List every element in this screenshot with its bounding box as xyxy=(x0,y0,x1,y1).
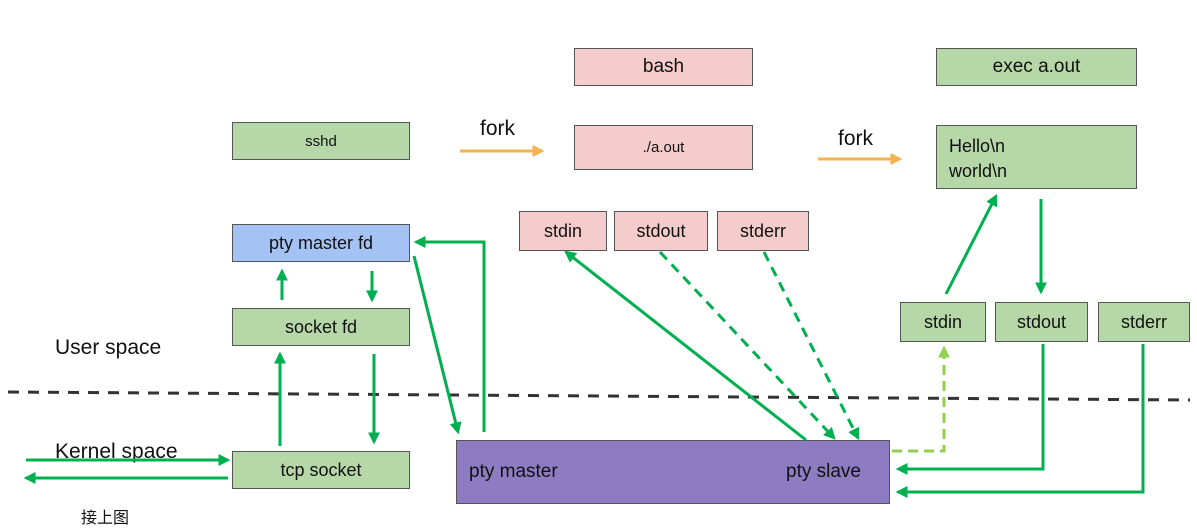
caption-label: 接上图 xyxy=(81,510,130,527)
pty-master-label: pty master xyxy=(469,461,558,482)
arrow-ptyslave-to-child-stdin xyxy=(892,345,950,453)
hello-line: Hello\n xyxy=(949,136,1006,156)
arrow-ptyfd-to-ptymaster xyxy=(412,255,462,435)
sshd-label: sshd xyxy=(305,132,337,150)
bash-label: bash xyxy=(642,56,685,77)
child-stdout-label: stdout xyxy=(1016,311,1067,332)
child-stderr-box: stderr xyxy=(1098,302,1190,342)
fork-label-2: fork xyxy=(838,127,874,150)
pty-master-fd-label: pty master fd xyxy=(268,232,374,253)
aout-label: ./a.out xyxy=(642,139,685,156)
arrow-ptymaster-to-ptyfd xyxy=(413,236,486,432)
arrow-child-stderr-to-ptyslave xyxy=(895,344,1145,498)
exec-aout-label: exec a.out xyxy=(992,56,1081,77)
pty-slave-label: pty slave xyxy=(786,461,861,482)
parent-stderr-box: stderr xyxy=(717,211,809,251)
hello-world-box: Hello\n world\n xyxy=(936,125,1137,189)
child-stderr-label: stderr xyxy=(1120,311,1167,332)
arrow-parent-stderr-to-ptyslave xyxy=(762,251,860,441)
child-stdin-box: stdin xyxy=(900,302,986,342)
pty-box: pty master pty slave xyxy=(456,440,890,504)
parent-stdin-box: stdin xyxy=(519,211,607,251)
tcp-socket-box: tcp socket xyxy=(232,451,410,489)
parent-stderr-label: stderr xyxy=(739,220,786,241)
arrow-parent-stdout-to-ptyslave xyxy=(658,250,836,440)
parent-stdout-label: stdout xyxy=(636,220,686,241)
fork-label-1: fork xyxy=(480,117,516,140)
sshd-box: sshd xyxy=(232,122,410,160)
pty-master-fd-box: pty master fd xyxy=(232,224,410,262)
arrow-child-stdin-to-process xyxy=(944,193,998,295)
user-space-label: User space xyxy=(55,336,162,359)
arrow-child-stdout-to-ptyslave xyxy=(895,344,1045,475)
aout-box: ./a.out xyxy=(574,125,753,170)
parent-stdin-label: stdin xyxy=(543,220,583,241)
child-stdout-box: stdout xyxy=(995,302,1088,342)
socket-fd-label: socket fd xyxy=(284,316,358,337)
parent-stdout-box: stdout xyxy=(614,211,708,251)
exec-aout-box: exec a.out xyxy=(936,48,1137,86)
tcp-socket-label: tcp socket xyxy=(280,459,362,480)
child-stdin-label: stdin xyxy=(923,311,963,332)
world-line: world\n xyxy=(949,161,1008,181)
user-kernel-divider xyxy=(7,390,1191,402)
arrow-ptyslave-to-parent-stdin xyxy=(564,250,807,442)
bash-box: bash xyxy=(574,48,753,86)
socket-fd-box: socket fd xyxy=(232,308,410,346)
kernel-space-label: Kernel space xyxy=(55,440,178,463)
